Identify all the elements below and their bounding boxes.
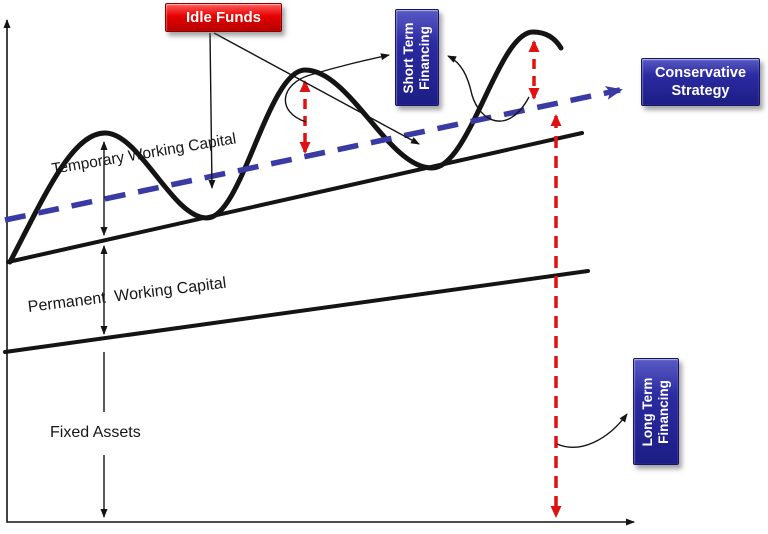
- short-term-financing-label: Short Term Financing: [401, 22, 433, 93]
- idle-funds-pointer-2: [213, 32, 420, 145]
- conservative-line2: Strategy: [671, 83, 730, 99]
- asset-fluctuation-curve: [7, 29, 564, 265]
- fixed-assets-label: Fixed Assets: [50, 424, 141, 441]
- fixed-assets-line: [3, 269, 590, 354]
- long-term-line2: Financing: [656, 379, 671, 444]
- idle-funds-pointer-1: [208, 32, 216, 189]
- short-term-financing-box: Short Term Financing: [395, 9, 439, 106]
- conservative-line1: Conservative: [654, 64, 747, 81]
- idle-funds-label: Idle Funds: [186, 9, 261, 26]
- long-term-financing-label: Long Term Financing: [640, 377, 672, 446]
- conservative-strategy-label: Conservative Strategy: [655, 64, 746, 100]
- idle-funds-box: Idle Funds: [165, 3, 282, 32]
- long-term-line1: Long Term: [639, 377, 655, 446]
- long-term-connector: [556, 413, 628, 448]
- short-term-connector-right: [447, 55, 530, 122]
- conservative-strategy-line: [4, 86, 623, 223]
- permanent-wc-line: [6, 131, 584, 264]
- short-term-line1: Short Term: [400, 21, 416, 94]
- conservative-strategy-box: Conservative Strategy: [641, 58, 760, 106]
- short-term-connector-left: [284, 53, 390, 123]
- short-term-line2: Financing: [417, 25, 432, 90]
- long-term-financing-box: Long Term Financing: [633, 358, 679, 465]
- axes: [3, 19, 635, 526]
